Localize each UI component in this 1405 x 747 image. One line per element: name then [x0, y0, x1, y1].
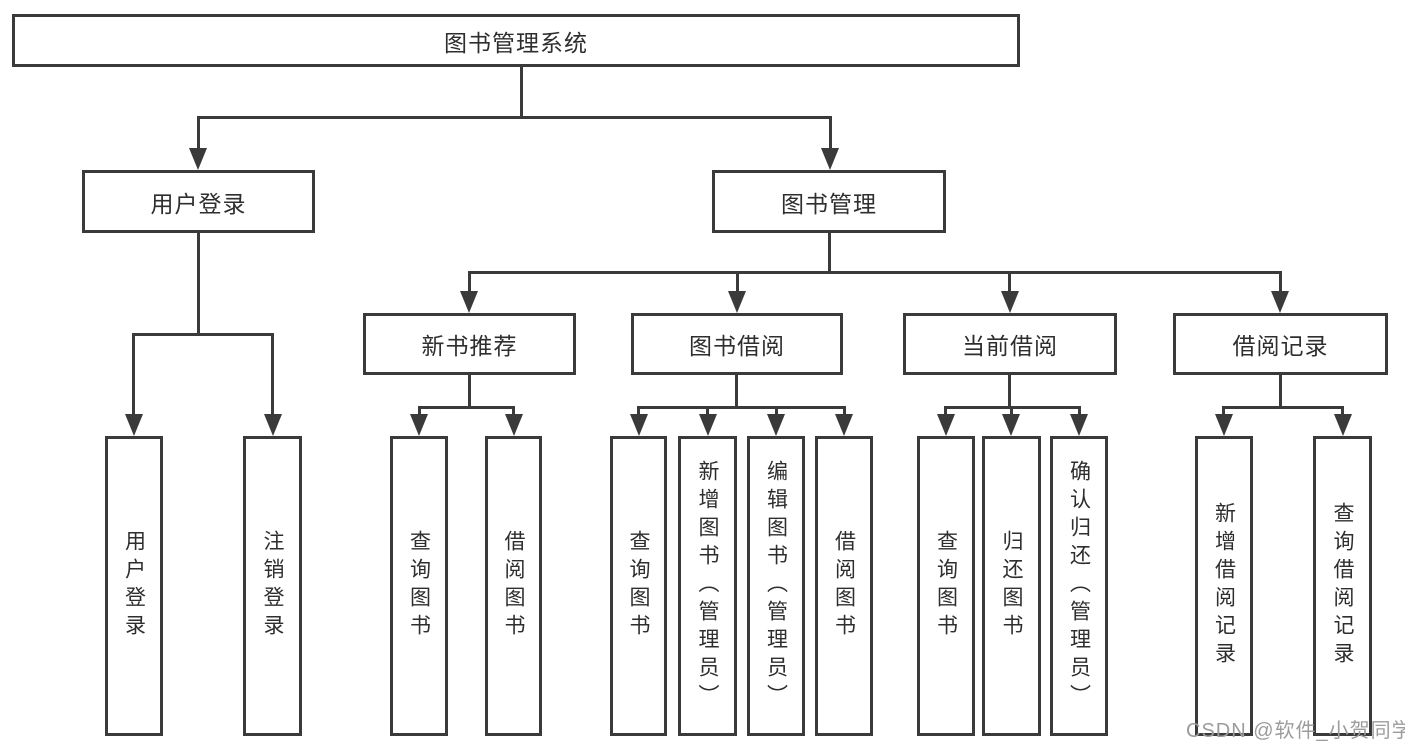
connector-drop-leaf — [512, 406, 515, 418]
node-label: 归还图书 — [1000, 530, 1023, 642]
connector-drop-leaf — [944, 406, 947, 418]
node-book-management: 图书管理 — [712, 170, 946, 233]
node-label: 查询图书 — [627, 530, 650, 642]
connector-drop-leaf — [271, 333, 274, 416]
node-new-book-recommendation: 新书推荐 — [363, 313, 576, 375]
node-label: 新增借阅记录 — [1212, 502, 1236, 670]
arrowhead-down-icon — [189, 148, 207, 170]
csdn-watermark: CSDN @软件_小贺同学 — [1186, 720, 1405, 742]
arrowhead-down-icon — [1271, 291, 1289, 313]
connector-branch — [1222, 406, 1344, 409]
node-label: 借阅图书 — [502, 530, 525, 642]
connector-drop-leaf — [1078, 406, 1081, 418]
arrowhead-down-icon — [937, 414, 955, 436]
connector-drop-leaf — [418, 406, 421, 418]
connector-stem — [468, 375, 471, 409]
connector-drop-leaf — [1222, 406, 1225, 418]
leaf-add-borrow-record: 新增借阅记录 — [1195, 436, 1253, 736]
connector-user-login-stem — [197, 233, 200, 336]
arrowhead-down-icon — [1002, 414, 1020, 436]
connector-drop-leaf — [1341, 406, 1344, 418]
node-label: 借阅记录 — [1232, 333, 1329, 359]
leaf-add-books-admin: 新增图书（管理员） — [678, 436, 737, 736]
connector-drop-leaf — [706, 406, 709, 418]
connector-user-login-branch — [133, 333, 274, 336]
leaf-query-books: 查询图书 — [390, 436, 448, 736]
leaf-return-books: 归还图书 — [982, 436, 1041, 736]
node-label: 查询图书 — [934, 530, 958, 642]
leaf-query-books: 查询图书 — [917, 436, 975, 736]
arrowhead-down-icon — [821, 148, 839, 170]
leaf-confirm-return-admin: 确认归还（管理员） — [1050, 436, 1108, 736]
leaf-query-books: 查询图书 — [610, 436, 667, 736]
node-label: 注销登录 — [261, 530, 284, 642]
arrowhead-down-icon — [1215, 414, 1233, 436]
arrowhead-down-icon — [1334, 414, 1352, 436]
arrowhead-down-icon — [835, 414, 853, 436]
node-label: 确认归还（管理员） — [1067, 460, 1091, 712]
node-label: 新增图书（管理员） — [696, 460, 719, 712]
leaf-logout: 注销登录 — [243, 436, 302, 736]
arrowhead-down-icon — [1070, 414, 1088, 436]
connector-drop-user-login — [197, 116, 200, 150]
connector-stem — [1279, 375, 1282, 409]
arrowhead-down-icon — [728, 291, 746, 313]
node-library-management-system: 图书管理系统 — [12, 14, 1020, 67]
connector-book-management-stem — [828, 233, 831, 274]
connector-drop-leaf — [843, 406, 846, 418]
node-current-borrowing: 当前借阅 — [903, 313, 1117, 375]
leaf-borrow-books: 借阅图书 — [485, 436, 542, 736]
connector-drop-borrow-records — [1279, 271, 1282, 291]
node-label: 用户登录 — [122, 530, 146, 642]
arrowhead-down-icon — [264, 414, 282, 436]
arrowhead-down-icon — [460, 291, 478, 313]
node-label: 新书推荐 — [421, 333, 518, 359]
arrowhead-down-icon — [630, 414, 648, 436]
arrowhead-down-icon — [125, 414, 143, 436]
node-label: 借阅图书 — [832, 530, 856, 642]
connector-drop-book-management — [829, 116, 832, 150]
leaf-borrow-books: 借阅图书 — [815, 436, 873, 736]
node-label: 查询图书 — [407, 530, 431, 642]
connector-root-stem — [520, 67, 523, 119]
node-label: 编辑图书（管理员） — [764, 460, 788, 712]
connector-drop-leaf — [1010, 406, 1013, 418]
leaf-edit-books-admin: 编辑图书（管理员） — [747, 436, 805, 736]
connector-drop-leaf — [637, 406, 640, 418]
node-label: 查询借阅记录 — [1331, 502, 1354, 670]
arrowhead-down-icon — [410, 414, 428, 436]
node-label: 图书管理系统 — [444, 29, 588, 56]
connector-stem — [735, 375, 738, 409]
node-label: 图书借阅 — [689, 333, 785, 359]
connector-level2-branch — [468, 271, 1282, 274]
connector-drop-book-borrow — [736, 271, 739, 291]
connector-branch — [637, 406, 846, 409]
leaf-query-borrow-record: 查询借阅记录 — [1313, 436, 1372, 736]
node-label: 图书管理 — [781, 190, 877, 217]
connector-drop-leaf — [132, 333, 135, 416]
node-label: 当前借阅 — [962, 333, 1058, 359]
connector-drop-current-borrow — [1008, 271, 1011, 291]
connector-drop-leaf — [775, 406, 778, 418]
arrowhead-down-icon — [767, 414, 785, 436]
node-label: 用户登录 — [150, 190, 247, 217]
arrowhead-down-icon — [1001, 291, 1019, 313]
node-borrowing-records: 借阅记录 — [1173, 313, 1388, 375]
arrowhead-down-icon — [699, 414, 717, 436]
connector-branch — [418, 406, 515, 409]
connector-stem — [1008, 375, 1011, 409]
leaf-user-login: 用户登录 — [105, 436, 163, 736]
connector-drop-new-book — [468, 271, 471, 291]
node-user-login: 用户登录 — [82, 170, 315, 233]
arrowhead-down-icon — [505, 414, 523, 436]
node-book-borrowing: 图书借阅 — [631, 313, 843, 375]
connector-level1-branch — [198, 116, 832, 119]
